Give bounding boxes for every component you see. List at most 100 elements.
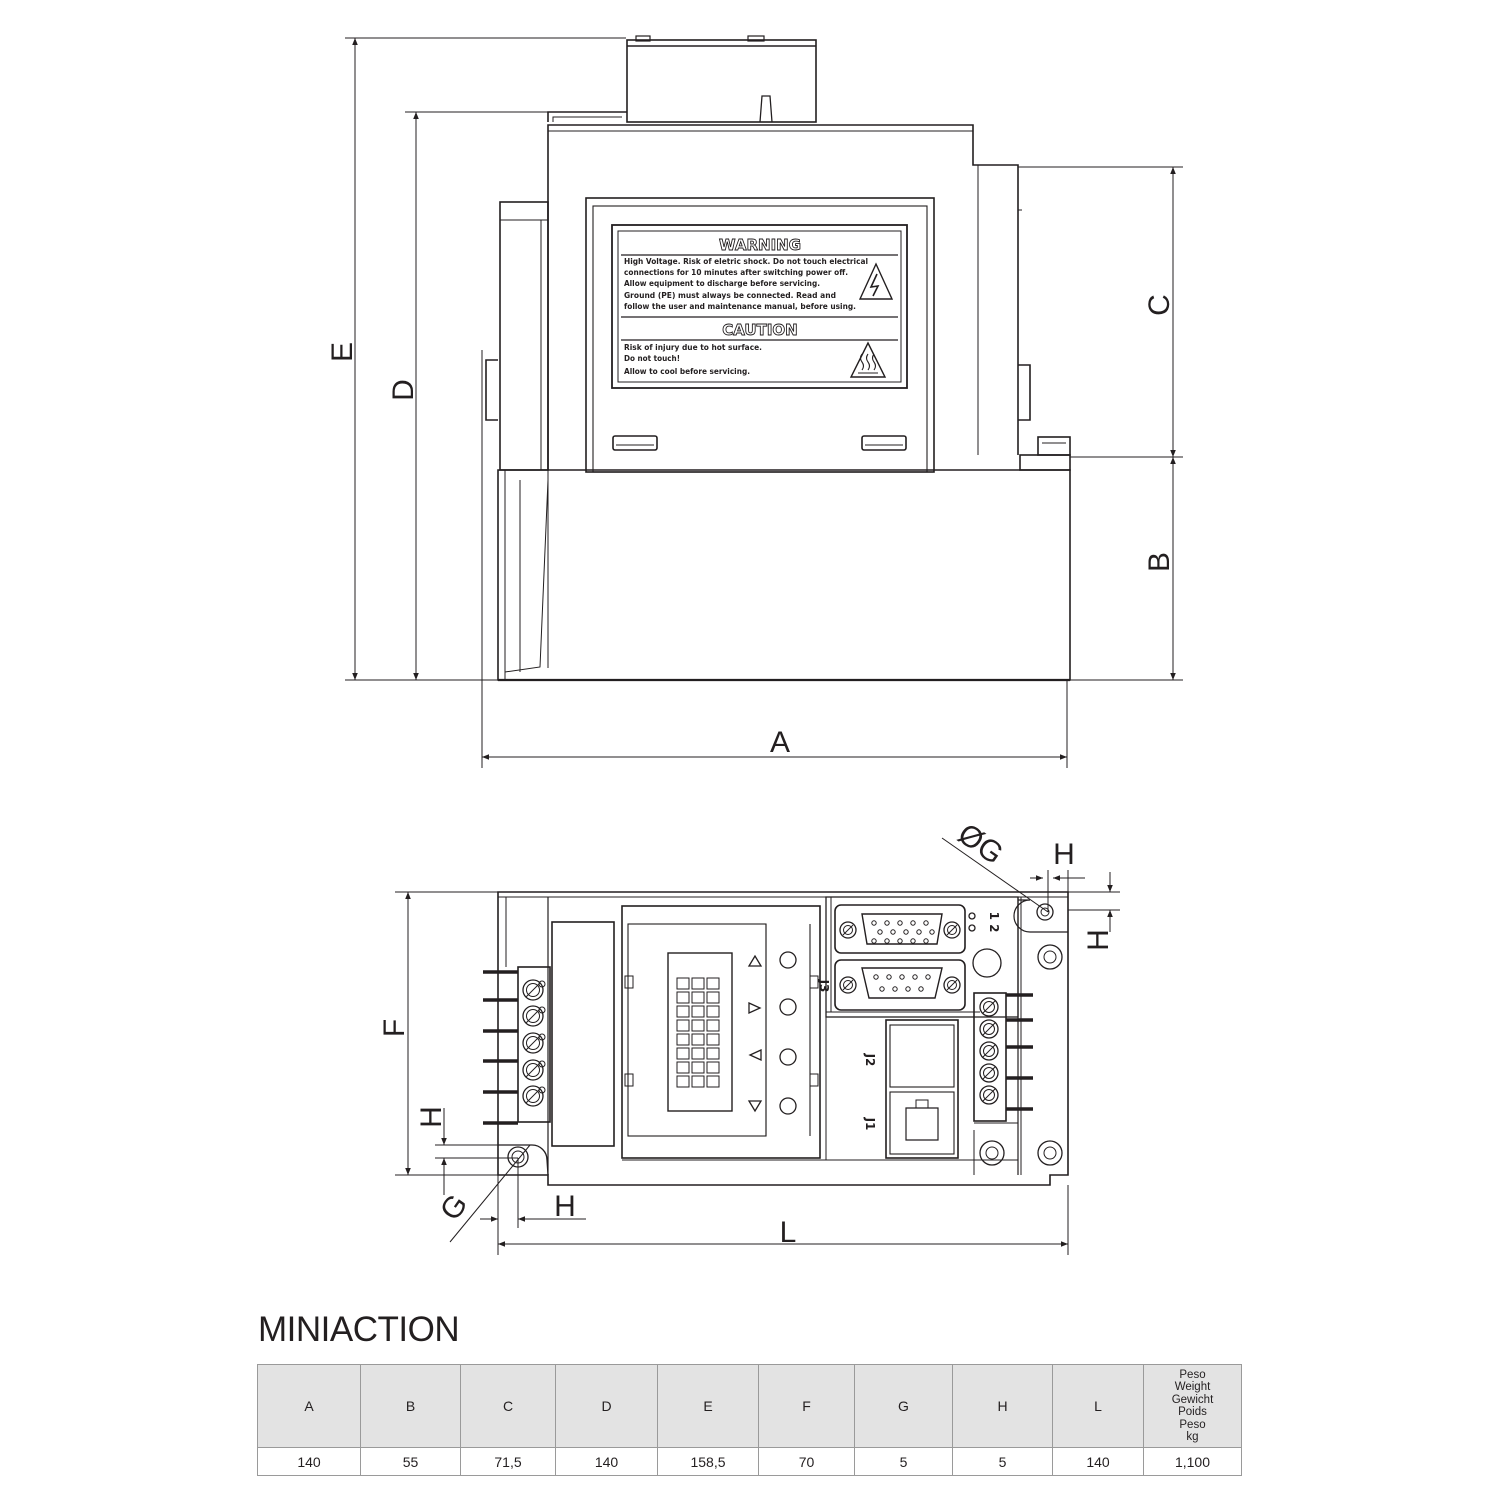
up-arrow-icon [747, 954, 763, 967]
connector-pin [929, 929, 935, 935]
display-segment [676, 991, 690, 1004]
dim-label-c: C [1143, 294, 1176, 316]
connector-pin [916, 929, 922, 935]
display-segment [706, 1047, 720, 1060]
indicator-led [968, 912, 976, 920]
display-segment [706, 991, 720, 1004]
mounting-screw-icon [1037, 1140, 1063, 1166]
display-segment [691, 1061, 705, 1074]
left-terminal-block [517, 966, 551, 1123]
terminal-screw-icon [526, 1036, 540, 1050]
display-segment [691, 991, 705, 1004]
connector-pin [871, 920, 877, 926]
warning-line: Allow equipment to discharge before serv… [624, 279, 820, 288]
terminal-screw-icon [522, 1032, 544, 1054]
top-connector-block [626, 39, 817, 123]
connector-pin [903, 929, 909, 935]
left-vent-slot [612, 435, 658, 451]
keypad-button [779, 1048, 797, 1066]
dim-label-e: E [326, 342, 359, 362]
connector-pin [897, 938, 903, 944]
mounting-screw-icon [1037, 944, 1063, 970]
bottom-view [497, 891, 1069, 1186]
terminal-screw-icon [522, 1085, 544, 1107]
display-segment [706, 977, 720, 990]
weight-header-line: Gewicht [1171, 1393, 1214, 1406]
display-segment [691, 1075, 705, 1088]
keypad-button [779, 1097, 797, 1115]
terminal-screw-icon [526, 983, 540, 997]
connector-pin [897, 920, 903, 926]
indicator-labels: 1 2 [987, 912, 1001, 933]
table-header-cell: G [854, 1364, 953, 1448]
display-segment [676, 1033, 690, 1046]
terminal-screw-slot [982, 1022, 996, 1036]
base-section [497, 469, 1071, 681]
dim-label-d: D [387, 379, 420, 401]
dim-label-g: G [434, 1189, 474, 1227]
terminal-screw-icon [979, 1019, 999, 1039]
display-segment [691, 1033, 705, 1046]
dim-label-a: A [770, 726, 790, 759]
terminal-screw-icon [947, 980, 957, 990]
mounting-hole [1036, 903, 1054, 921]
display-segment [691, 1047, 705, 1060]
db9-connector [834, 959, 966, 1011]
db15-connector [834, 904, 966, 954]
weight-header-line: Peso [1179, 1368, 1206, 1381]
hot-surface-icon [849, 341, 887, 378]
side-window [551, 921, 615, 1147]
terminal-screw-icon [522, 979, 544, 1001]
terminal-screw-icon [843, 980, 853, 990]
connector-pin [873, 974, 879, 980]
connector-pin [925, 974, 931, 980]
port-label-j2: J2 [863, 1053, 877, 1067]
connector-pin [884, 938, 890, 944]
warning-line: Ground (PE) must always be connected. Re… [624, 291, 836, 300]
rj45-block [885, 1019, 959, 1159]
warning-title: WARNING [719, 236, 801, 254]
display-segment [676, 977, 690, 990]
connector-pin [890, 929, 896, 935]
connector-pin [879, 986, 885, 992]
down-arrow-icon [747, 1100, 763, 1113]
connector-pin [910, 938, 916, 944]
potentiometer-knob [972, 948, 1002, 978]
terminal-screw-icon [979, 997, 999, 1017]
connector-pin [905, 986, 911, 992]
terminal-screw-icon [983, 1067, 995, 1079]
weight-header-cell: Peso Weight Gewicht Poids Peso kg [1143, 1364, 1242, 1448]
terminal-screw-icon [983, 1045, 995, 1057]
terminal-screw-slot [982, 1088, 996, 1102]
main-housing [547, 124, 1019, 470]
port-labels: J3 J2 J1 1 2 [817, 912, 1001, 1131]
table-header-cell: H [952, 1364, 1053, 1448]
table-cell: 140 [257, 1447, 361, 1476]
display-segment [676, 1075, 690, 1088]
product-title: MINIACTION [258, 1310, 460, 1349]
terminal-screw-slot [946, 924, 958, 936]
table-header-cell: E [657, 1364, 759, 1448]
weight-header-line: Peso [1179, 1418, 1206, 1431]
bottom-housing [497, 891, 1069, 1186]
warning-label [611, 224, 908, 389]
dim-label-h: H [415, 1106, 448, 1128]
mounting-screw-icon [1043, 950, 1057, 964]
terminal-screw-icon [979, 1041, 999, 1061]
display-segment [691, 1005, 705, 1018]
display-segment [706, 1005, 720, 1018]
right-terminal-block [973, 992, 1007, 1122]
mounting-hole [1040, 907, 1050, 917]
table-header-cell: C [460, 1364, 556, 1448]
table-cell: 140 [1052, 1447, 1144, 1476]
terminal-screw-slot [982, 1066, 996, 1080]
dim-label-b: B [1143, 552, 1176, 572]
table-cell: 70 [758, 1447, 855, 1476]
terminal-screw-icon [983, 1001, 995, 1013]
lcd-display [667, 952, 733, 1112]
left-arrow-icon [748, 1048, 762, 1062]
weight-header-line: Poids [1178, 1406, 1207, 1418]
table-cell: 1,100 [1143, 1447, 1242, 1476]
terminal-screw-icon [526, 1089, 540, 1103]
